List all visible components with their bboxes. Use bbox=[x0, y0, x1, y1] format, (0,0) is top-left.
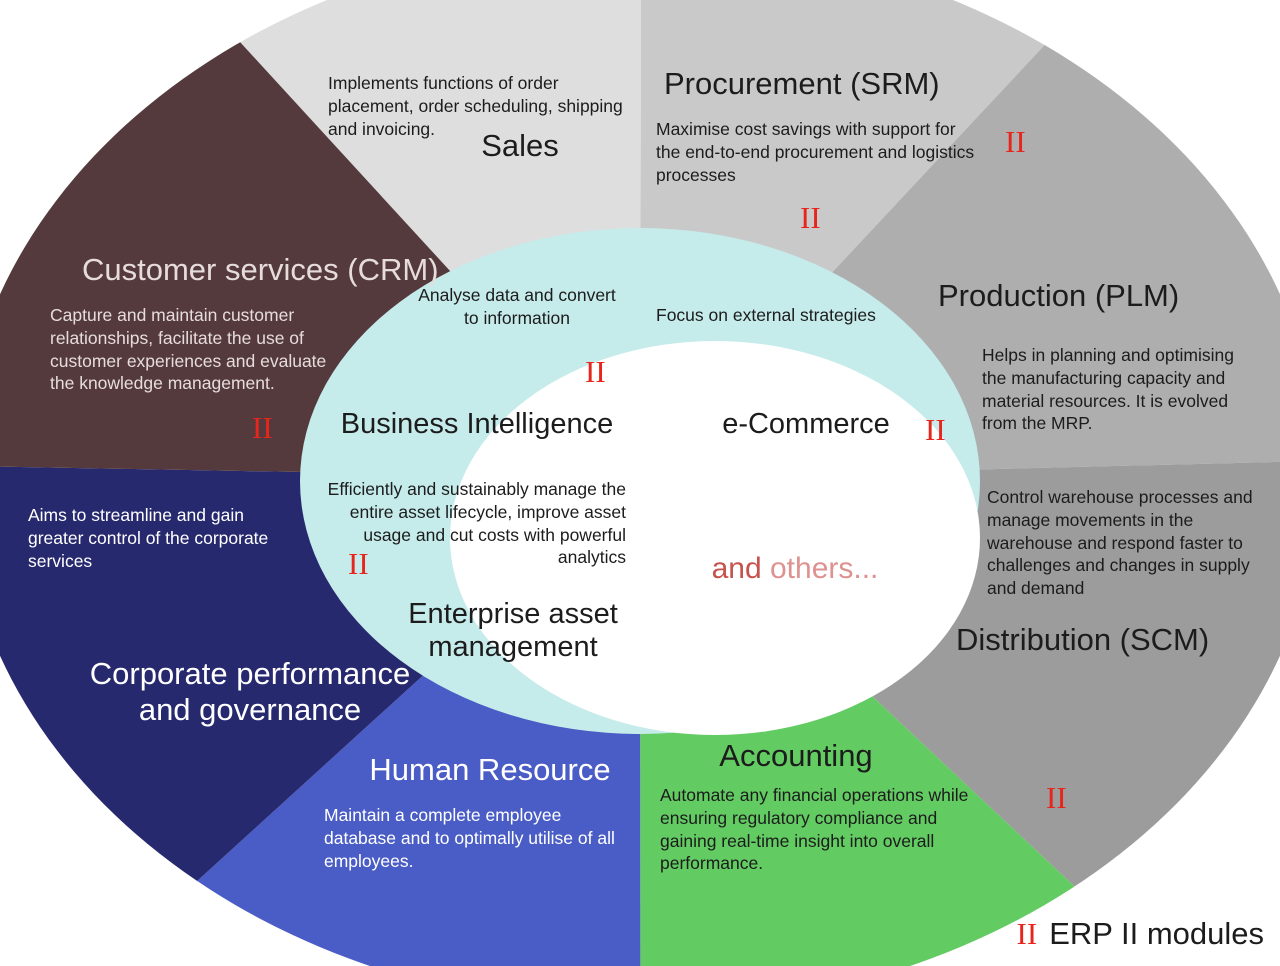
segment-accounting bbox=[640, 478, 1280, 966]
segment-production bbox=[640, 0, 1280, 478]
segment-corporate bbox=[0, 455, 640, 966]
corporate-title: Corporate performance and governance bbox=[89, 656, 411, 727]
erp2-marker-eam: II bbox=[348, 546, 369, 581]
segment-crm bbox=[0, 0, 640, 478]
center-oval bbox=[450, 341, 980, 735]
ecommerce-title: e-Commerce bbox=[722, 408, 890, 440]
erp2-marker-crm: II bbox=[252, 410, 273, 445]
segment-distribution bbox=[640, 445, 1280, 966]
human-resource-description: Maintain a complete employee database an… bbox=[324, 805, 615, 871]
erp2-marker-production: II bbox=[1005, 124, 1026, 159]
eam-title: Enterprise asset management bbox=[408, 598, 618, 663]
crm-title: Customer services (CRM) bbox=[82, 252, 439, 287]
segment-human-resource bbox=[0, 478, 641, 966]
sales-title: Sales bbox=[481, 128, 559, 163]
crm-description: Capture and maintain customer relationsh… bbox=[50, 305, 327, 394]
accounting-description: Automate any financial operations while … bbox=[660, 785, 969, 874]
accounting-title: Accounting bbox=[719, 738, 873, 773]
ecommerce-description: Focus on external strategies bbox=[656, 305, 876, 325]
business-intelligence-description: Analyse data and convert to information bbox=[418, 285, 616, 328]
center-others-suffix: others... bbox=[770, 552, 879, 585]
erp2-marker-ecommerce: II bbox=[925, 412, 946, 447]
production-title: Production (PLM) bbox=[938, 278, 1180, 313]
segment-procurement bbox=[640, 0, 1280, 478]
procurement-description: Maximise cost savings with support for t… bbox=[656, 119, 975, 185]
corporate-description: Aims to streamline and gain greater cont… bbox=[28, 505, 269, 571]
center-others-prefix: and bbox=[711, 552, 770, 585]
legend-label: ERP II modules bbox=[1049, 916, 1264, 951]
distribution-title: Distribution (SCM) bbox=[956, 622, 1210, 657]
production-description: Helps in planning and optimising the man… bbox=[982, 345, 1234, 434]
erp2-marker-procurement: II bbox=[800, 200, 821, 235]
segment-sales bbox=[0, 0, 643, 478]
distribution-description: Control warehouse processes and manage m… bbox=[987, 487, 1253, 598]
erp2-marker-distribution: II bbox=[1046, 780, 1067, 815]
business-intelligence-title: Business Intelligence bbox=[340, 408, 614, 440]
human-resource-title: Human Resource bbox=[369, 752, 611, 787]
procurement-title: Procurement (SRM) bbox=[664, 66, 940, 101]
legend-erp2-marker: II bbox=[1016, 916, 1038, 951]
legend: II ERP II modules bbox=[1017, 916, 1264, 952]
erp2-marker-business-intelligence: II bbox=[585, 354, 606, 389]
eam-description: Efficiently and sustainably manage the e… bbox=[327, 479, 626, 568]
center-others-text: and others... bbox=[660, 552, 930, 586]
sales-description: Implements functions of order placement,… bbox=[328, 73, 623, 139]
